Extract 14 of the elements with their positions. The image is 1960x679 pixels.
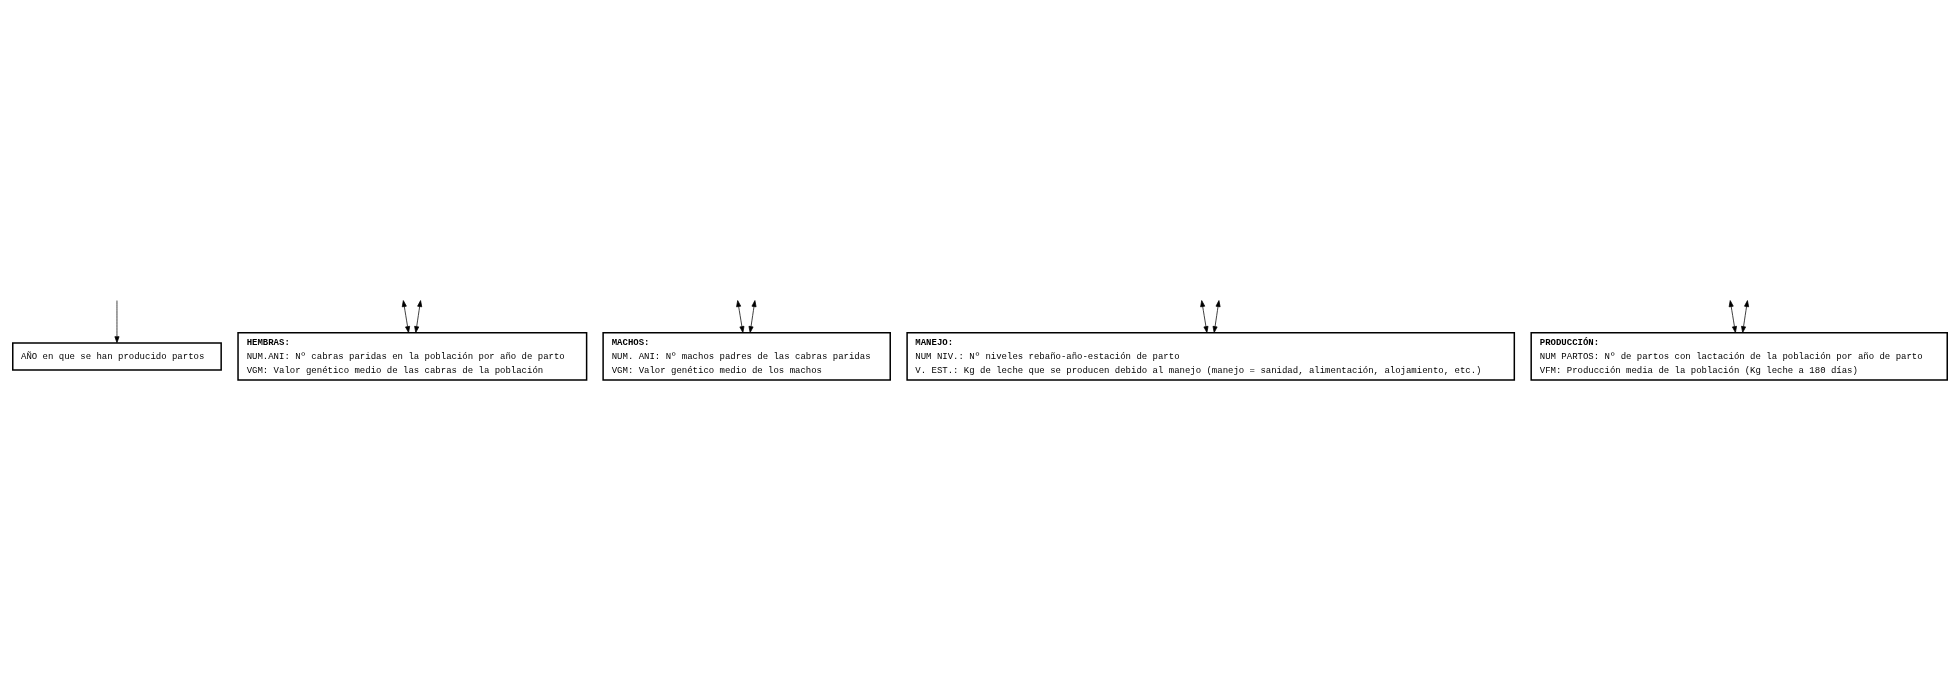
- node-box: PRODUCCIÓN: NUM PARTOS: Nº de partos con lactación de la población por año de parto VFM: Producción media de la población (Kg leche a 180 días): [1530, 331, 1948, 381]
- arrow: [1728, 299, 1737, 333]
- arrow: [1741, 299, 1749, 333]
- node-box: MANEJO: NUM NIV.: Nº niveles rebaño-año-estación de parto V. EST.: Kg de leche que se producen debido al manejo (manejo = sanidad, alimentación, alojamiento, etc.): [906, 331, 1516, 381]
- arrow: [736, 299, 745, 333]
- arrow: [114, 299, 120, 343]
- arrow: [1212, 299, 1221, 333]
- node-box: MACHOS: NUM. ANI: Nº machos padres de las cabras paridas VGM: Valor genético medio de los machos: [602, 331, 891, 381]
- arrow: [414, 299, 423, 333]
- node-box: HEMBRAS: NUM.ANI: Nº cabras paridas en la población por año de parto VGM: Valor genético medio de las cabras de la población: [237, 331, 588, 381]
- arrow: [401, 299, 411, 333]
- arrow: [748, 299, 757, 333]
- node-box: AÑO en que se han producido partos: [12, 341, 222, 371]
- arrow: [1200, 299, 1209, 333]
